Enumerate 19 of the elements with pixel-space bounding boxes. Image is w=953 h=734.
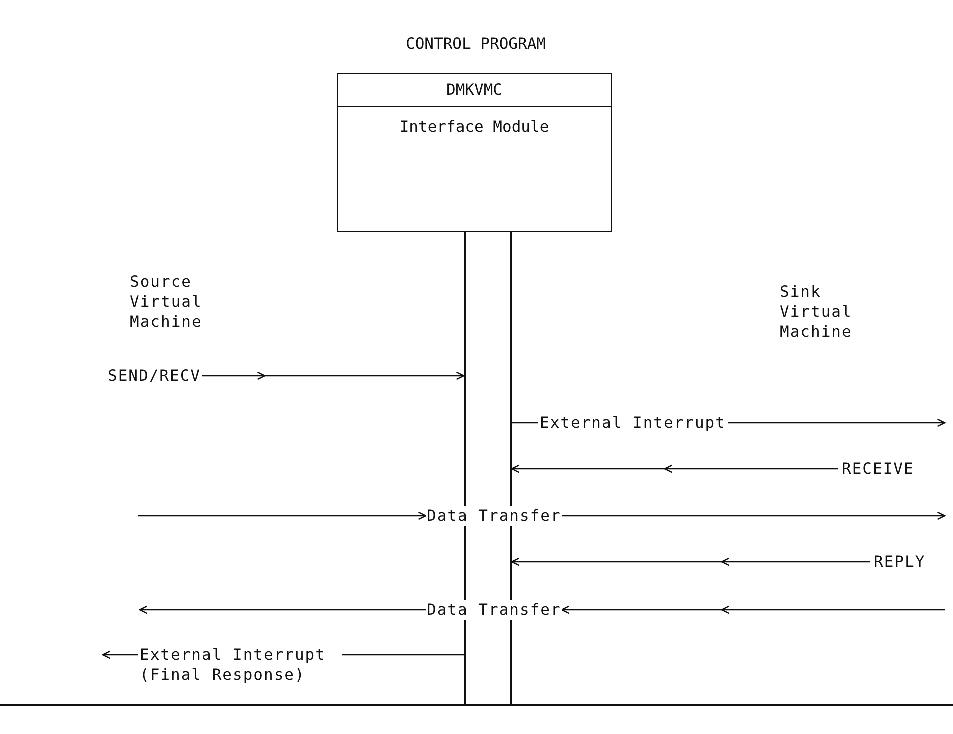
message-arrow bbox=[562, 512, 946, 520]
edge-label: External Interrupt (Final Response) bbox=[138, 645, 342, 685]
message-arrow bbox=[139, 606, 426, 614]
message-text: Data Transfer bbox=[426, 506, 562, 526]
message-text: Data Transfer bbox=[426, 600, 562, 620]
message-arrow bbox=[562, 606, 945, 614]
edge-label: External Interrupt bbox=[538, 413, 728, 433]
message-arrow bbox=[512, 558, 870, 566]
machine-label: Sink Virtual Machine bbox=[780, 282, 854, 342]
module-description: Interface Module bbox=[338, 106, 611, 147]
message-arrow bbox=[138, 512, 427, 520]
module-box bbox=[337, 73, 612, 232]
module-name: DMKVMC bbox=[446, 80, 504, 101]
message-arrow bbox=[200, 372, 464, 380]
message-arrow bbox=[512, 464, 838, 474]
lifeline-bar bbox=[464, 232, 466, 705]
title: CONTROL PROGRAM bbox=[406, 34, 546, 54]
lifeline-bar bbox=[510, 232, 512, 705]
machine-label: Source Virtual Machine bbox=[130, 272, 204, 332]
